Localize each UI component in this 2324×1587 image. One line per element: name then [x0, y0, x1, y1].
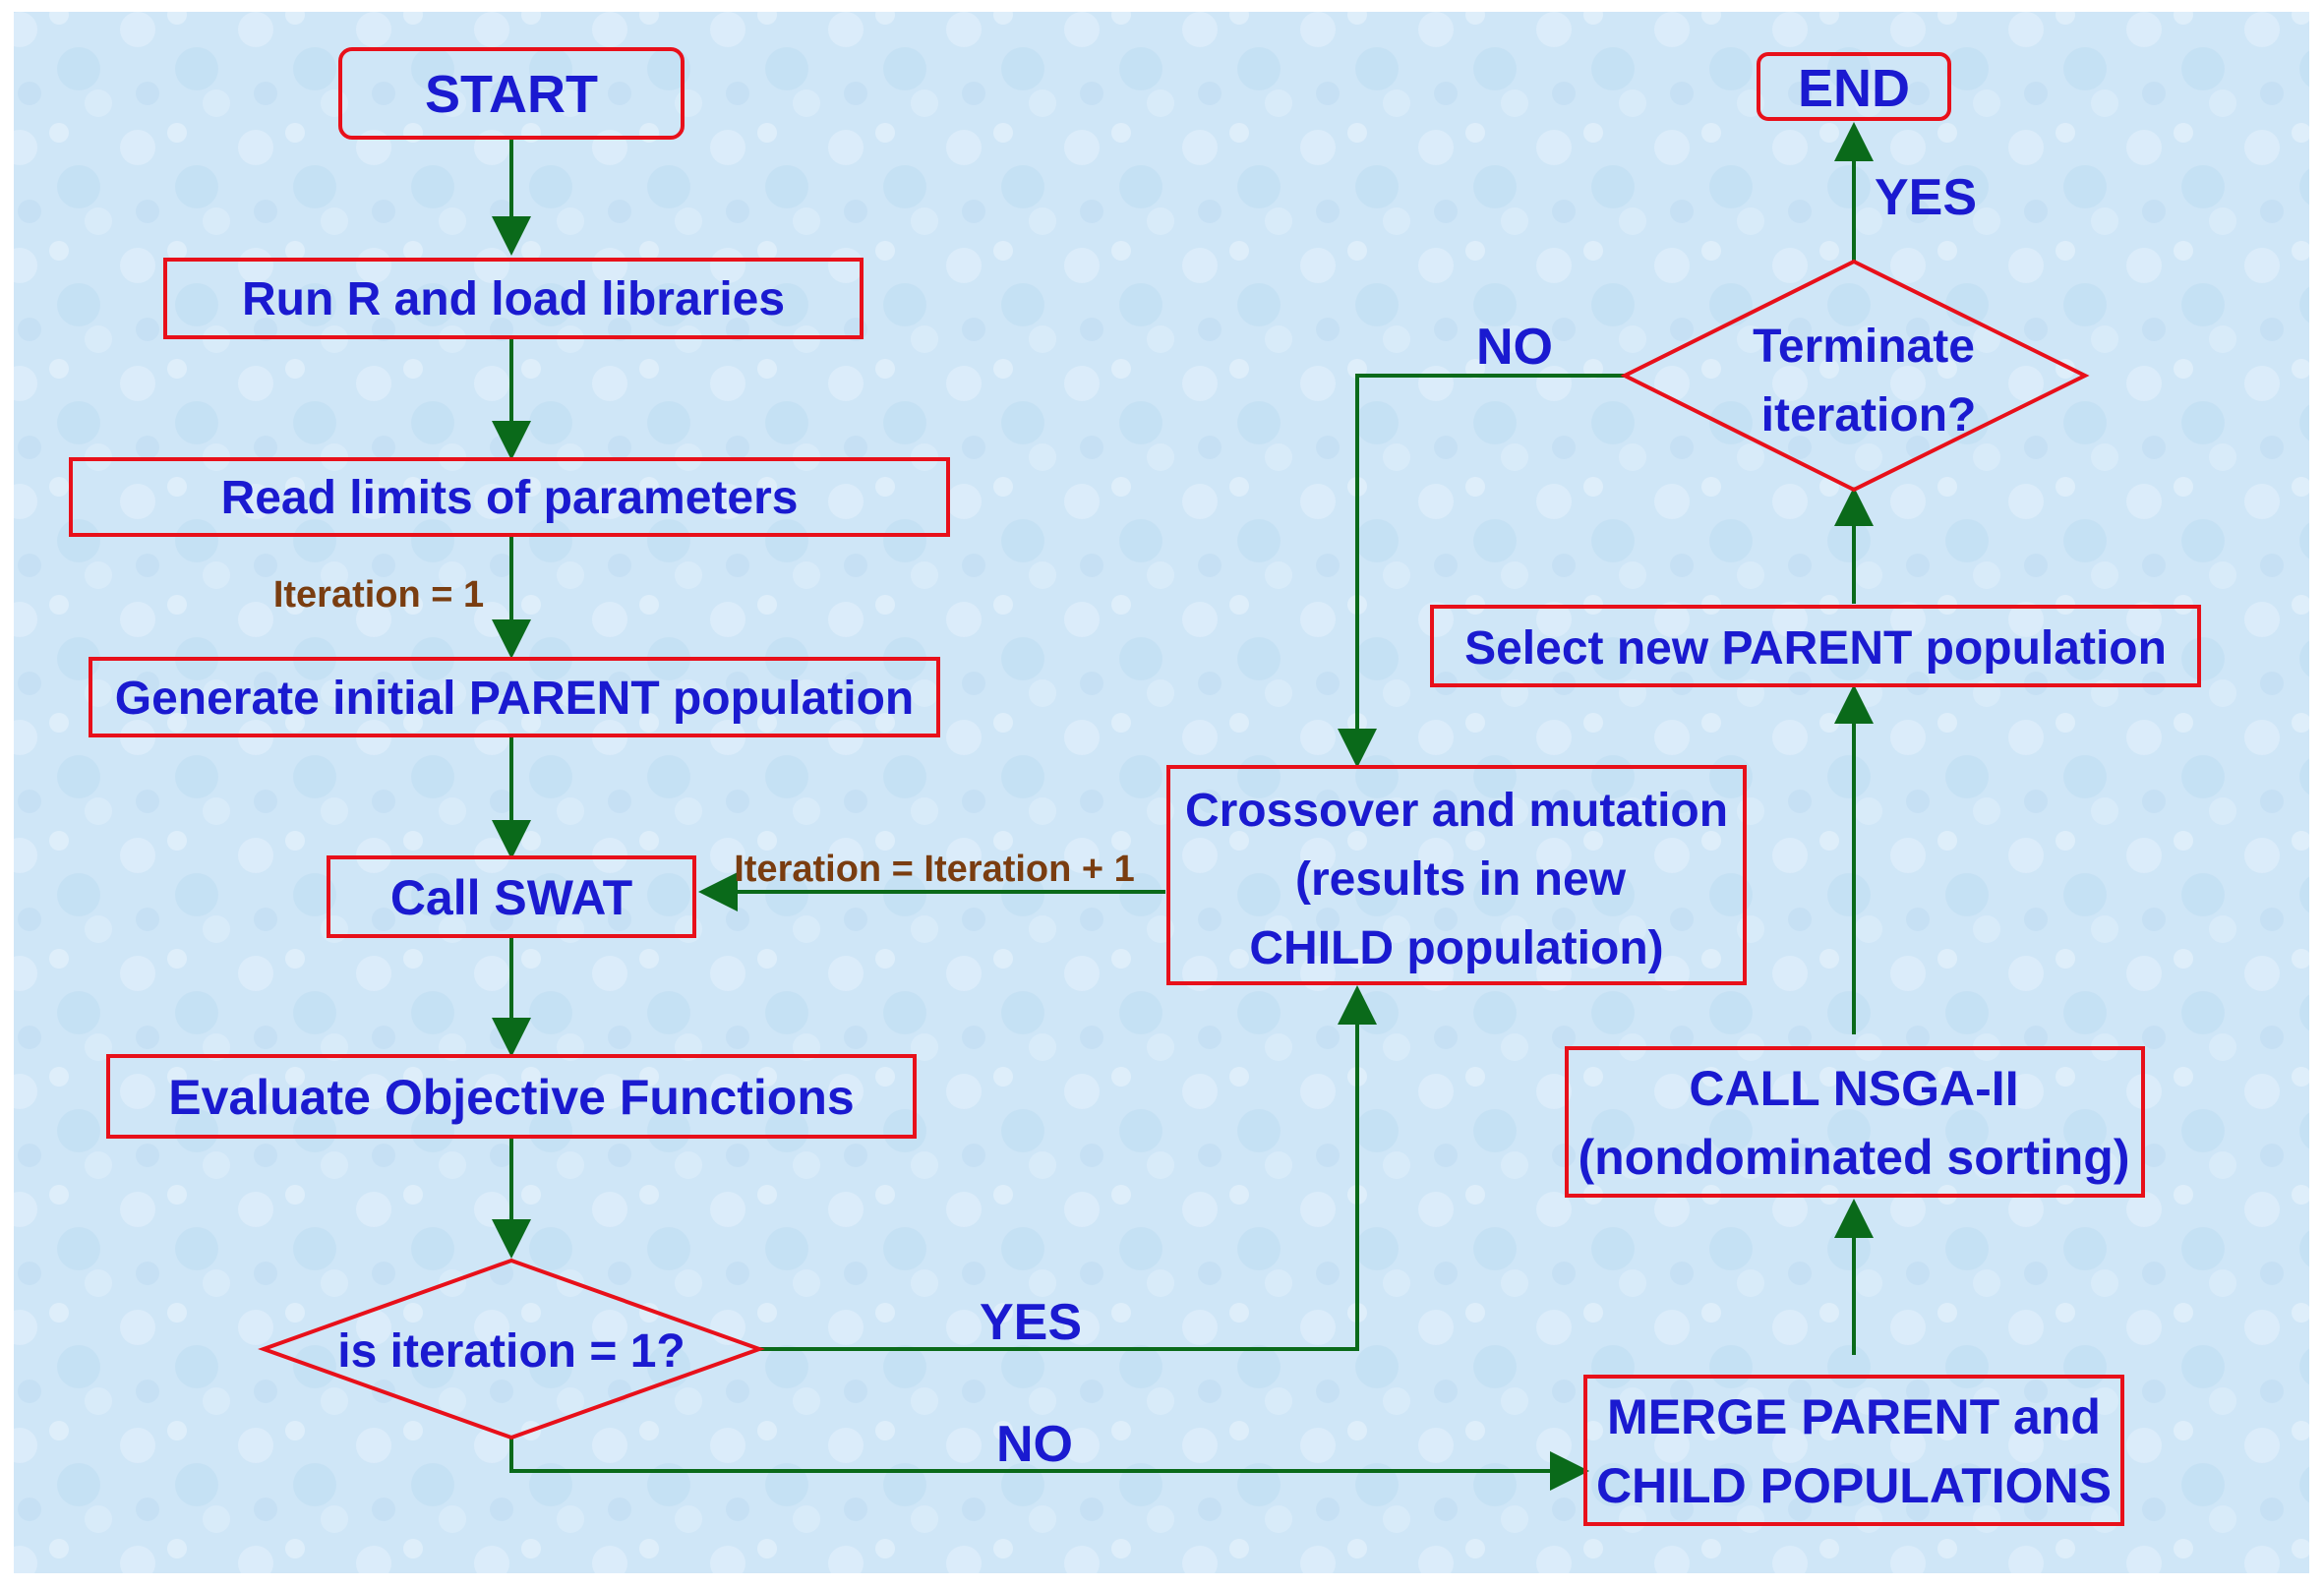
node-start-label: START — [425, 65, 598, 124]
node-merge-line-1: MERGE PARENT and — [1607, 1389, 2101, 1444]
connector-terminate-no-to-crossover — [1338, 374, 1625, 768]
node-end-label: END — [1798, 59, 1910, 118]
node-read-limits-label: Read limits of parameters — [221, 472, 799, 524]
node-terminate: Terminate iteration? — [1620, 259, 2090, 493]
label-no-terminate: NO — [1476, 319, 1553, 376]
node-generate-label: Generate initial PARENT population — [115, 673, 915, 725]
connectors — [492, 122, 1874, 1491]
label-no-is-iteration: NO — [996, 1416, 1073, 1473]
node-start: START — [338, 47, 685, 140]
connector-is-iter-yes-to-crossover — [759, 985, 1377, 1351]
node-run-r-label: Run R and load libraries — [242, 273, 785, 325]
node-terminate-line-2: iteration? — [1761, 389, 1977, 441]
node-crossover: Crossover and mutation (results in new C… — [1166, 765, 1747, 985]
node-read-limits: Read limits of parameters — [69, 457, 950, 537]
node-is-iteration-label: is iteration = 1? — [337, 1325, 685, 1378]
node-evaluate-label: Evaluate Objective Functions — [168, 1070, 854, 1125]
label-yes-terminate: YES — [1875, 169, 1977, 226]
node-nsga-line-2: (nondominated sorting) — [1578, 1130, 2129, 1185]
node-crossover-line-3: CHILD population) — [1249, 922, 1663, 974]
node-run-r: Run R and load libraries — [163, 258, 864, 339]
node-crossover-line-2: (results in new — [1295, 853, 1627, 906]
node-call-swat-label: Call SWAT — [390, 870, 632, 925]
node-nsga: CALL NSGA-II (nondominated sorting) — [1565, 1046, 2145, 1198]
node-call-swat: Call SWAT — [327, 855, 696, 938]
node-merge: MERGE PARENT and CHILD POPULATIONS — [1583, 1375, 2124, 1526]
node-is-iteration: is iteration = 1? — [258, 1258, 765, 1440]
node-terminate-line-1: Terminate — [1753, 321, 1975, 373]
node-generate: Generate initial PARENT population — [89, 657, 940, 737]
node-merge-line-2: CHILD POPULATIONS — [1596, 1458, 2112, 1513]
label-iteration-increment: Iteration = Iteration + 1 — [734, 849, 1135, 890]
node-select-label: Select new PARENT population — [1464, 622, 2167, 675]
node-select: Select new PARENT population — [1430, 605, 2201, 687]
label-yes-is-iteration: YES — [980, 1294, 1082, 1351]
node-crossover-line-1: Crossover and mutation — [1185, 785, 1728, 837]
node-nsga-line-1: CALL NSGA-II — [1689, 1061, 2018, 1116]
node-evaluate: Evaluate Objective Functions — [106, 1054, 917, 1139]
label-iteration-init: Iteration = 1 — [273, 574, 484, 616]
connector-is-iter-no-to-merge — [509, 1438, 1589, 1491]
diagram-background — [14, 12, 2309, 1573]
node-end: END — [1757, 52, 1951, 121]
